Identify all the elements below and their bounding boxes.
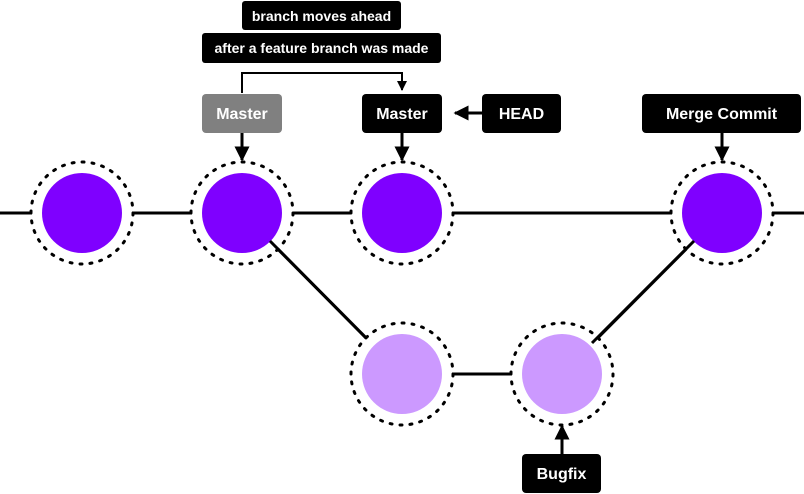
commit-node-c1 xyxy=(29,160,135,266)
master-old-label: Master xyxy=(202,94,282,133)
head-text: HEAD xyxy=(499,106,544,123)
commit-c3 xyxy=(362,173,442,253)
merge-commit-text: Merge Commit xyxy=(666,106,778,123)
commit-c4 xyxy=(682,173,762,253)
commit-f1 xyxy=(362,334,442,414)
merge-commit-label: Merge Commit xyxy=(642,94,801,133)
commit-node-f2 xyxy=(509,321,615,427)
commit-c2 xyxy=(202,173,282,253)
master-old-text: Master xyxy=(216,106,268,123)
commit-node-c3 xyxy=(349,160,455,266)
annotation-line-1: branch moves ahead xyxy=(252,8,391,24)
master-new-text: Master xyxy=(376,106,428,123)
bugfix-label: Bugfix xyxy=(522,454,601,493)
annotation-box-2: after a feature branch was made xyxy=(202,33,441,63)
bugfix-text: Bugfix xyxy=(537,466,587,483)
commit-node-c2 xyxy=(189,160,295,266)
annotation-box-1: branch moves ahead xyxy=(242,1,401,30)
head-label: HEAD xyxy=(482,94,561,133)
annotation-line-2: after a feature branch was made xyxy=(215,40,429,56)
master-move-connector xyxy=(241,72,407,93)
commit-node-f1 xyxy=(349,321,455,427)
commit-f2 xyxy=(522,334,602,414)
commit-c1 xyxy=(42,173,122,253)
master-new-label: Master xyxy=(362,94,442,133)
